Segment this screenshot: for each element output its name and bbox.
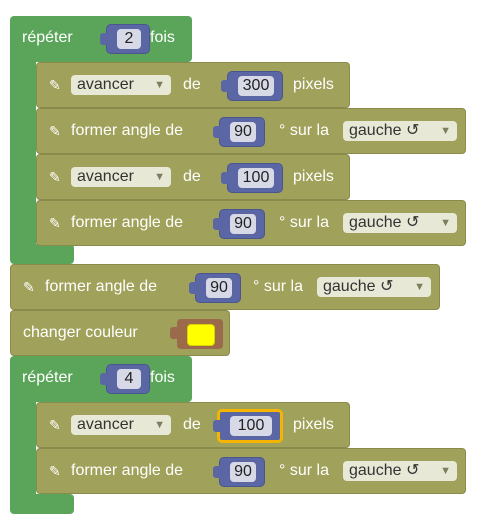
repeat-count-field[interactable]: 2 <box>117 29 141 49</box>
color-swatch[interactable] <box>187 324 215 346</box>
chevron-down-icon: ▼ <box>440 465 451 477</box>
input-connector <box>100 373 109 385</box>
pencil-icon: ✎ <box>49 123 61 139</box>
chevron-down-icon: ▼ <box>414 281 425 293</box>
degree-on-label: ° sur la <box>279 214 329 231</box>
direction-dropdown[interactable]: gauche ↺ ▼ <box>343 461 457 481</box>
direction-dropdown-label: gauche ↺ <box>349 122 420 139</box>
pencil-icon: ✎ <box>49 77 61 93</box>
of-label: de <box>183 416 201 433</box>
repeat-block-2-spine <box>10 398 36 498</box>
turn-block[interactable]: ✎ former angle de 90 ° sur la gauche ↺ ▼ <box>36 448 466 494</box>
change-color-block[interactable]: changer couleur <box>10 310 230 356</box>
of-label: de <box>183 76 201 93</box>
change-color-label: changer couleur <box>23 324 138 341</box>
degree-on-label: ° sur la <box>253 278 303 295</box>
input-connector <box>189 282 198 294</box>
input-connector <box>213 420 222 432</box>
of-label: de <box>183 168 201 185</box>
repeat-block-1-footer <box>10 244 74 264</box>
repeat-block-1[interactable]: répéter 2 fois <box>10 16 192 62</box>
direction-dropdown[interactable]: gauche ↺ ▼ <box>317 277 431 297</box>
distance-field[interactable]: 100 <box>238 168 274 188</box>
angle-field[interactable]: 90 <box>230 462 256 482</box>
degree-on-label: ° sur la <box>279 462 329 479</box>
pencil-icon: ✎ <box>49 463 61 479</box>
chevron-down-icon: ▼ <box>440 217 451 229</box>
repeat-count-input[interactable]: 2 <box>100 24 150 54</box>
times-label: fois <box>150 29 175 46</box>
pencil-icon: ✎ <box>49 215 61 231</box>
chevron-down-icon: ▼ <box>440 125 451 137</box>
distance-field[interactable]: 300 <box>238 76 274 96</box>
turn-angle-label: former angle de <box>71 462 184 479</box>
repeat-block-2-footer <box>10 494 74 514</box>
move-dropdown[interactable]: avancer ▼ <box>71 415 171 435</box>
direction-dropdown[interactable]: gauche ↺ ▼ <box>343 213 457 233</box>
repeat-count-input[interactable]: 4 <box>100 364 150 394</box>
move-dropdown-label: avancer <box>77 416 134 433</box>
direction-dropdown-label: gauche ↺ <box>349 462 420 479</box>
pixels-label: pixels <box>293 416 334 433</box>
color-picker-input[interactable] <box>170 319 223 349</box>
pencil-icon: ✎ <box>49 169 61 185</box>
input-connector <box>213 218 222 230</box>
distance-field[interactable]: 100 <box>230 416 272 436</box>
direction-dropdown[interactable]: gauche ↺ ▼ <box>343 121 457 141</box>
chevron-down-icon: ▼ <box>154 79 165 91</box>
repeat-block-1-spine <box>10 58 36 248</box>
chevron-down-icon: ▼ <box>154 171 165 183</box>
input-connector <box>170 327 179 339</box>
direction-dropdown-label: gauche ↺ <box>323 278 394 295</box>
pixels-label: pixels <box>293 168 334 185</box>
repeat-block-2[interactable]: répéter 4 fois <box>10 356 192 402</box>
move-dropdown[interactable]: avancer ▼ <box>71 75 171 95</box>
repeat-label: répéter <box>22 369 73 386</box>
angle-field[interactable]: 90 <box>230 214 256 234</box>
angle-input[interactable]: 90 <box>213 457 265 487</box>
move-block[interactable]: ✎ avancer ▼ de 100 pixels <box>36 402 350 448</box>
turn-angle-label: former angle de <box>71 214 184 231</box>
distance-input[interactable]: 100 <box>221 163 283 193</box>
repeat-label: répéter <box>22 29 73 46</box>
move-dropdown-label: avancer <box>77 168 134 185</box>
pencil-icon: ✎ <box>23 279 35 295</box>
angle-input[interactable]: 90 <box>213 209 265 239</box>
input-connector <box>213 126 222 138</box>
move-dropdown[interactable]: avancer ▼ <box>71 167 171 187</box>
move-block[interactable]: ✎ avancer ▼ de 300 pixels <box>36 62 350 108</box>
turn-block[interactable]: ✎ former angle de 90 ° sur la gauche ↺ ▼ <box>10 264 440 310</box>
times-label: fois <box>150 369 175 386</box>
distance-input-selected[interactable]: 100 <box>213 409 283 443</box>
angle-input[interactable]: 90 <box>189 273 241 303</box>
input-connector <box>221 80 230 92</box>
degree-on-label: ° sur la <box>279 122 329 139</box>
turn-block[interactable]: ✎ former angle de 90 ° sur la gauche ↺ ▼ <box>36 108 466 154</box>
turn-block[interactable]: ✎ former angle de 90 ° sur la gauche ↺ ▼ <box>36 200 466 246</box>
chevron-down-icon: ▼ <box>154 419 165 431</box>
repeat-count-field[interactable]: 4 <box>117 369 141 389</box>
direction-dropdown-label: gauche ↺ <box>349 214 420 231</box>
move-dropdown-label: avancer <box>77 76 134 93</box>
angle-field[interactable]: 90 <box>206 278 232 298</box>
angle-field[interactable]: 90 <box>230 122 256 142</box>
turn-angle-label: former angle de <box>71 122 184 139</box>
pencil-icon: ✎ <box>49 417 61 433</box>
angle-input[interactable]: 90 <box>213 117 265 147</box>
input-connector <box>100 33 109 45</box>
pixels-label: pixels <box>293 76 334 93</box>
distance-input[interactable]: 300 <box>221 71 283 101</box>
input-connector <box>213 466 222 478</box>
input-connector <box>221 172 230 184</box>
move-block[interactable]: ✎ avancer ▼ de 100 pixels <box>36 154 350 200</box>
turn-angle-label: former angle de <box>45 278 158 295</box>
